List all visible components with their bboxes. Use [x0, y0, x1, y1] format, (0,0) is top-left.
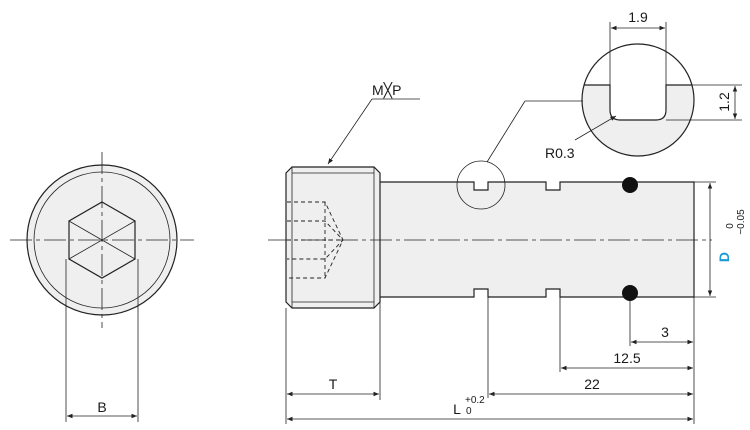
groove-highlight-circle — [456, 160, 506, 210]
l-tolerance-upper: +0.2 — [465, 395, 485, 406]
thread-label: M╳P — [372, 82, 401, 99]
l-tolerance-lower: 0 — [466, 406, 472, 417]
detail-circle — [581, 43, 695, 157]
dim-3-label: 3 — [661, 324, 669, 340]
diameter-label: D — [716, 252, 732, 262]
diameter-tolerance-lower: −0.05 — [736, 209, 747, 235]
radius-label: R0.3 — [545, 145, 575, 161]
dim-22-label: 22 — [584, 376, 600, 392]
radius-leader — [574, 115, 617, 141]
end-view: B — [10, 152, 194, 422]
b-label: B — [97, 399, 106, 415]
detail-leader-diagonal — [486, 100, 526, 163]
diameter-tolerance-upper: 0 — [725, 223, 736, 229]
o-ring-top — [622, 177, 638, 193]
screw-head — [285, 166, 381, 309]
thread-leader-diagonal — [327, 98, 373, 165]
groove-depth-label: 1.2 — [716, 92, 732, 112]
groove-width-label: 1.9 — [628, 9, 648, 25]
dim-12-5-label: 12.5 — [613, 350, 640, 366]
annotations: M╳P D 0 −0.05 3 12.5 22 T L +0.2 0 — [285, 82, 747, 424]
side-view — [268, 160, 712, 309]
shank-body — [377, 181, 695, 298]
o-ring-bottom — [622, 285, 638, 301]
l-label: L — [453, 401, 461, 417]
groove-detail-view: 1.9 1.2 R0.3 — [486, 9, 742, 163]
t-label: T — [329, 376, 338, 392]
